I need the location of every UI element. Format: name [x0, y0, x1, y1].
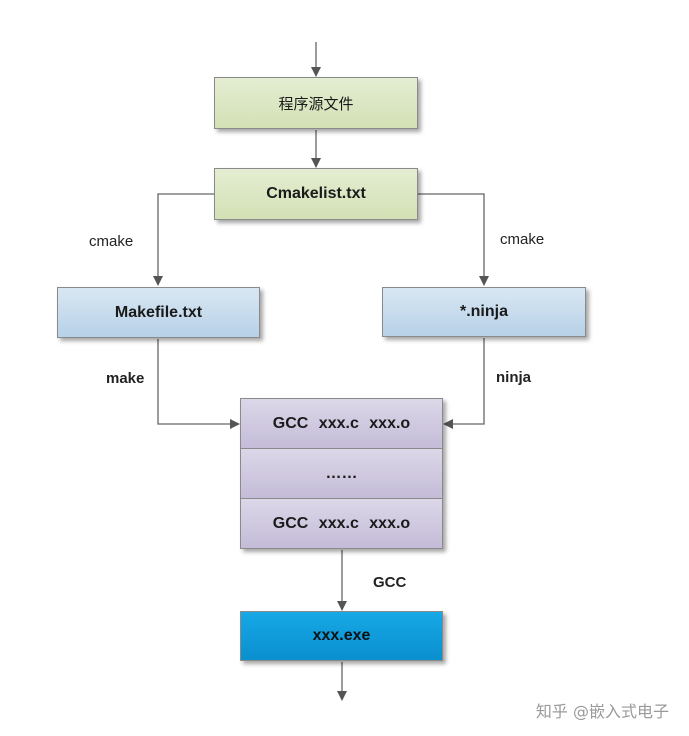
node-ninja-file-label: *.ninja — [459, 303, 508, 320]
node-cmakelists-label: Cmakelist.txt — [266, 185, 366, 202]
node-gcc-stack: GCC xxx.c xxx.o …… GCC xxx.c xxx.o — [240, 398, 443, 549]
node-makefile: Makefile.txt — [57, 287, 260, 338]
node-cmakelists: Cmakelist.txt — [214, 168, 418, 220]
gcc-ellipsis-row: …… — [240, 448, 443, 499]
edge-label-make: make — [106, 370, 145, 387]
gcc-ellipsis-row-label: …… — [325, 464, 358, 482]
gcc-compile-row: GCC xxx.c xxx.o — [240, 498, 443, 549]
arrow-makefile-to-gcc — [157, 339, 240, 429]
edge-label-ninja: ninja — [496, 369, 532, 386]
node-ninja-file: *.ninja — [382, 287, 586, 337]
gcc-compile-row-label: GCC xxx.c xxx.o — [272, 414, 411, 432]
edge-label-cmake-right: cmake — [500, 231, 545, 248]
node-source-files-label: 程序源文件 — [278, 94, 354, 113]
edge-label-gcc: GCC — [373, 574, 407, 591]
gcc-compile-row: GCC xxx.c xxx.o — [240, 398, 443, 449]
node-makefile-label: Makefile.txt — [114, 303, 203, 321]
gcc-compile-row-label: GCC xxx.c xxx.o — [272, 514, 411, 532]
node-executable-label: xxx.exe — [312, 627, 371, 644]
edge-label-cmake-left: cmake — [89, 233, 134, 250]
arrow-ninja-to-gcc — [443, 338, 485, 429]
arrow-cmakelists-to-ninja — [418, 193, 489, 286]
node-source-files: 程序源文件 — [214, 77, 418, 129]
arrow-cmakelists-to-makefile — [153, 193, 214, 286]
zhihu-watermark: 知乎 @嵌入式电子 — [535, 702, 669, 721]
node-executable: xxx.exe — [240, 611, 443, 661]
